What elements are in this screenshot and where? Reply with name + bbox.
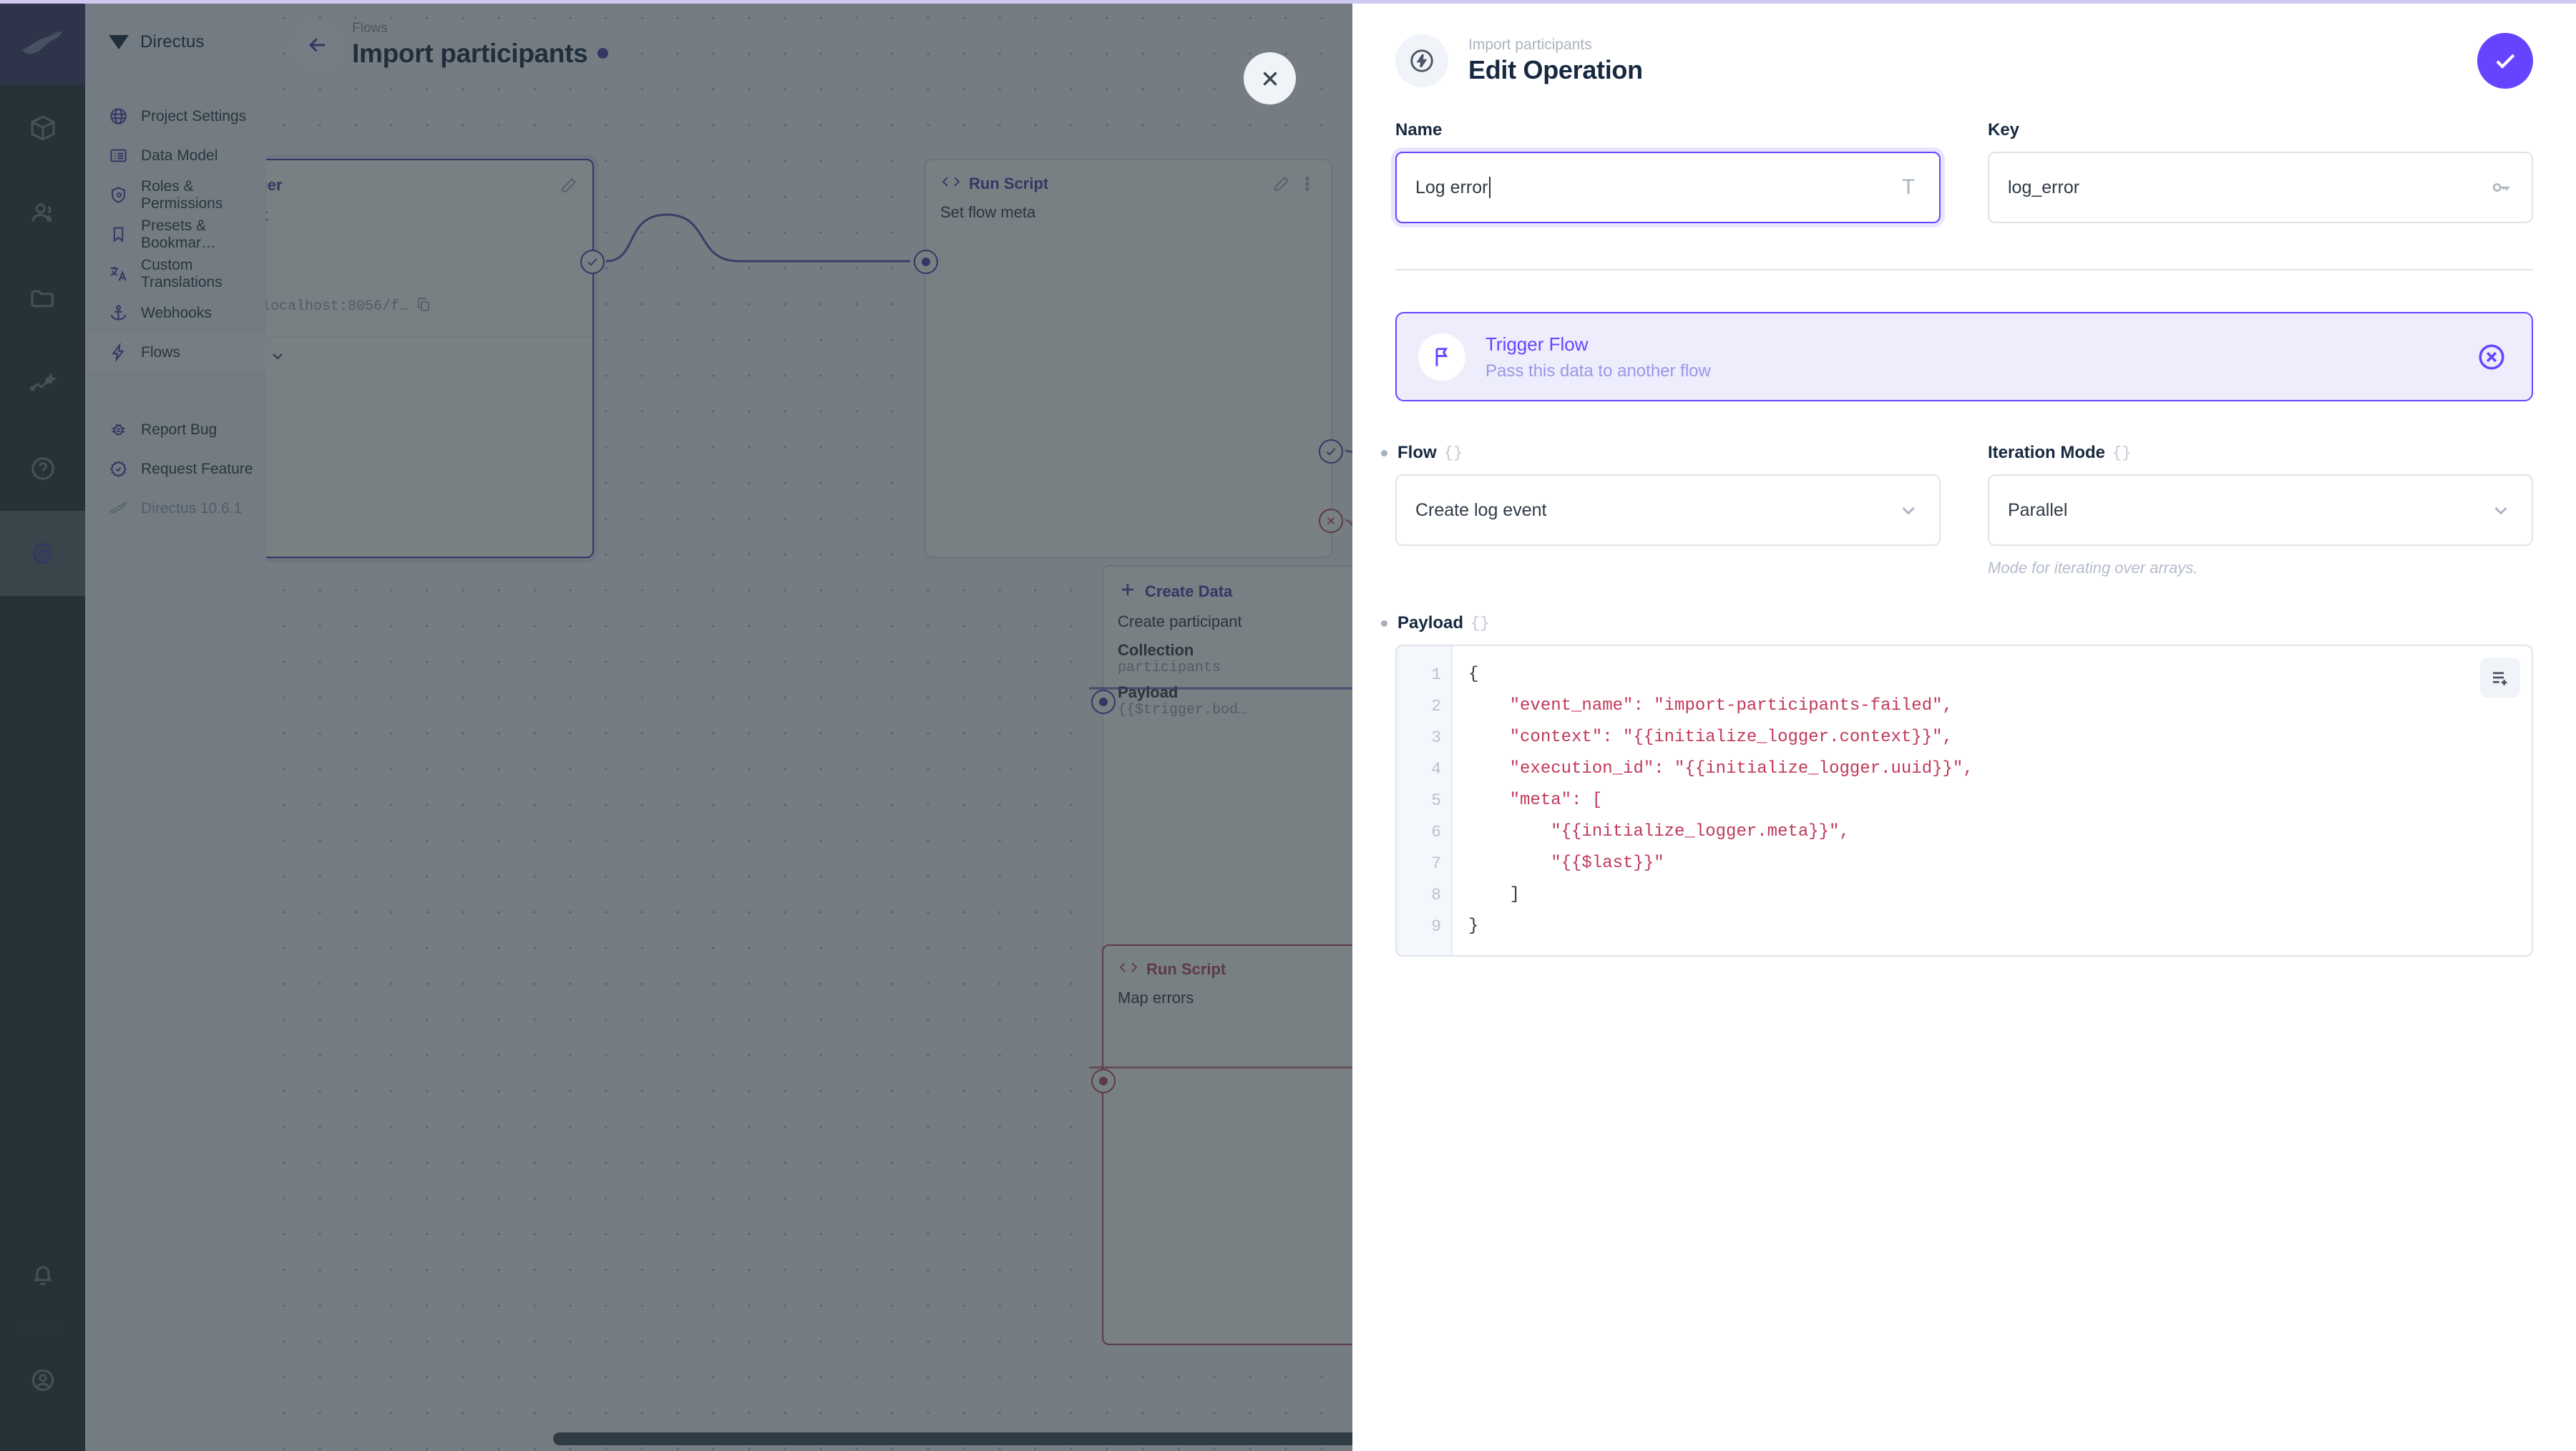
name-field-group: Name Log error T	[1395, 120, 1941, 223]
iteration-mode-select[interactable]: Parallel	[1988, 474, 2533, 547]
iteration-mode-value: Parallel	[2008, 499, 2068, 520]
code-string: "execution_id": "{{initialize_logger.uui…	[1509, 759, 1974, 779]
code-content[interactable]: { "event_name": "import-participants-fai…	[1468, 665, 1974, 937]
code-line-number: 5	[1431, 791, 1441, 811]
drawer-header: Import participants Edit Operation	[1352, 0, 2576, 89]
name-input-value: Log error	[1415, 177, 1488, 197]
code-line-number: 6	[1431, 823, 1441, 842]
braces-icon: {}	[2112, 444, 2132, 462]
code-string: "{{$last}}"	[1551, 854, 1664, 874]
braces-icon: {}	[1470, 614, 1490, 632]
payload-field-label: Payload {}	[1395, 613, 2533, 633]
iteration-mode-field-group: Iteration Mode {} Parallel Mode for iter…	[1988, 443, 2533, 577]
edit-operation-drawer: Import participants Edit Operation Name …	[1352, 0, 2576, 1451]
operation-type-title: Trigger Flow	[1485, 333, 1589, 355]
flow-select[interactable]: Create log event	[1395, 474, 1941, 547]
progress-top-line	[0, 0, 2576, 4]
name-field-label: Name	[1395, 120, 1443, 140]
iteration-mode-field-label: Iteration Mode {}	[1988, 443, 2533, 463]
check-icon	[2496, 54, 2515, 69]
name-input[interactable]: Log error T	[1395, 152, 1941, 223]
close-icon	[1262, 71, 1277, 86]
flow-field-group: Flow {} Create log event	[1395, 443, 1941, 577]
iteration-mode-hint: Mode for iterating over arrays.	[1988, 559, 2198, 577]
code-line-numbers: 1 2 3 4 5 6 7 8 9	[1397, 646, 1453, 956]
save-button[interactable]	[2477, 33, 2533, 89]
bolt-circle-icon	[1395, 34, 1448, 87]
code-string: "event_name": "import-participants-faile…	[1509, 696, 1953, 716]
text-format-icon: T	[1901, 175, 1916, 199]
code-line-number: 2	[1431, 697, 1441, 716]
text-caret	[1489, 177, 1491, 198]
close-drawer-button[interactable]	[1244, 52, 1296, 104]
drawer-body: Name Log error T Key log_error	[1352, 120, 2576, 957]
code-string: "{{initialize_logger.meta}}",	[1551, 822, 1850, 842]
payload-code-editor[interactable]: 1 2 3 4 5 6 7 8 9 { "event_name": "import-partic…	[1395, 645, 2533, 957]
iteration-mode-label-text: Iteration Mode	[1988, 443, 2106, 463]
drawer-title: Edit Operation	[1468, 55, 1643, 85]
code-line-number: 7	[1431, 854, 1441, 874]
key-field-label: Key	[1988, 120, 2020, 140]
operation-type-subtitle: Pass this data to another flow	[1485, 361, 1711, 381]
flow-field-label-text: Flow	[1397, 443, 1437, 463]
code-line-number: 8	[1431, 886, 1441, 905]
code-line-number: 4	[1431, 760, 1441, 779]
code-line-number: 3	[1431, 728, 1441, 748]
playlist-add-icon[interactable]	[2480, 658, 2520, 698]
drawer-breadcrumb[interactable]: Import participants	[1468, 36, 1592, 53]
chevron-down-icon	[2489, 498, 2513, 522]
key-input-value: log_error	[2008, 177, 2080, 197]
operation-type-card[interactable]: Trigger Flow Pass this data to another f…	[1395, 312, 2533, 402]
flow-select-value: Create log event	[1415, 499, 1547, 520]
key-icon	[2489, 175, 2513, 200]
code-line-number: 9	[1431, 917, 1441, 937]
cancel-circle-icon[interactable]	[2476, 341, 2507, 373]
code-string: "meta": [	[1509, 791, 1603, 811]
chevron-down-icon	[1896, 498, 1921, 522]
flow-field-label: Flow {}	[1395, 443, 1941, 463]
payload-field-group: Payload {} 1 2 3 4 5 6 7 8 9 { "event_name": "im…	[1395, 613, 2533, 957]
payload-label-text: Payload	[1397, 613, 1464, 633]
flag-icon	[1418, 333, 1465, 381]
code-line-number: 1	[1431, 665, 1441, 685]
key-input[interactable]: log_error	[1988, 152, 2533, 223]
braces-icon: {}	[1443, 444, 1463, 462]
drawer-divider	[1395, 269, 2533, 270]
name-input-value-wrap: Log error	[1415, 177, 1888, 198]
key-field-group: Key log_error	[1988, 120, 2533, 223]
code-string: "context": "{{initialize_logger.context}…	[1509, 728, 1953, 748]
